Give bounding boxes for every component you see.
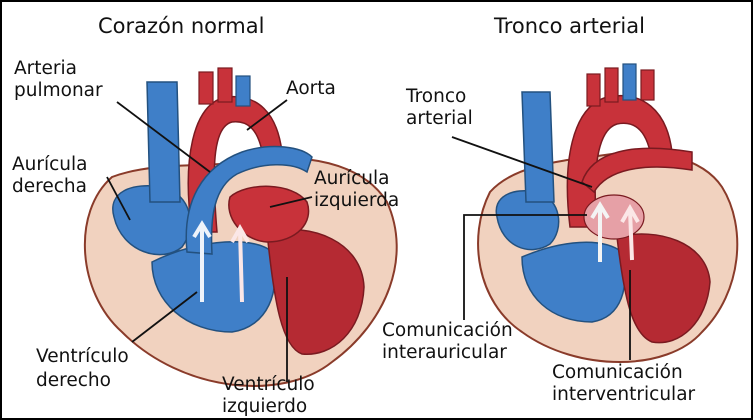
vena-cava	[147, 82, 180, 202]
truncus-heart	[452, 64, 737, 362]
label-aorta: Aorta	[286, 80, 336, 99]
label-arterial: arterial	[406, 110, 473, 129]
label-tronco: Tronco	[406, 88, 466, 107]
label-auricula-izquierda-2: izquierda	[314, 192, 399, 211]
aorta-branch	[199, 72, 213, 104]
label-comunicacion-interventricular-1: Comunicación	[552, 364, 683, 383]
title-normal-heart: Corazón normal	[98, 16, 264, 37]
label-ventriculo-derecho-1: Ventrículo	[36, 348, 129, 367]
truncus-branch	[605, 68, 618, 102]
aorta-branch	[236, 76, 250, 106]
label-comunicacion-interauricular-2: interauricular	[382, 344, 507, 363]
label-auricula-izquierda-1: Aurícula	[314, 170, 390, 189]
label-comunicacion-interventricular-2: interventricular	[552, 386, 695, 405]
aorta-branch	[218, 68, 232, 102]
label-pulmonar: pulmonar	[14, 82, 103, 101]
normal-heart	[85, 68, 397, 386]
label-auricula-derecha-2: derecha	[12, 178, 87, 197]
label-ventriculo-derecho-2: derecho	[36, 372, 111, 391]
title-truncus-arteriosus: Tronco arterial	[494, 16, 645, 37]
truncus-branch	[623, 64, 636, 100]
vena-cava-truncus	[522, 92, 554, 202]
label-ventriculo-izquierdo-2: izquierdo	[222, 398, 307, 417]
truncus-branch	[587, 74, 600, 106]
truncus-branch	[641, 70, 654, 100]
label-ventriculo-izquierdo-1: Ventrículo	[222, 376, 315, 395]
label-auricula-derecha-1: Aurícula	[12, 156, 88, 175]
label-comunicacion-interauricular-1: Comunicación	[382, 322, 513, 341]
label-arteria: Arteria	[14, 60, 77, 79]
